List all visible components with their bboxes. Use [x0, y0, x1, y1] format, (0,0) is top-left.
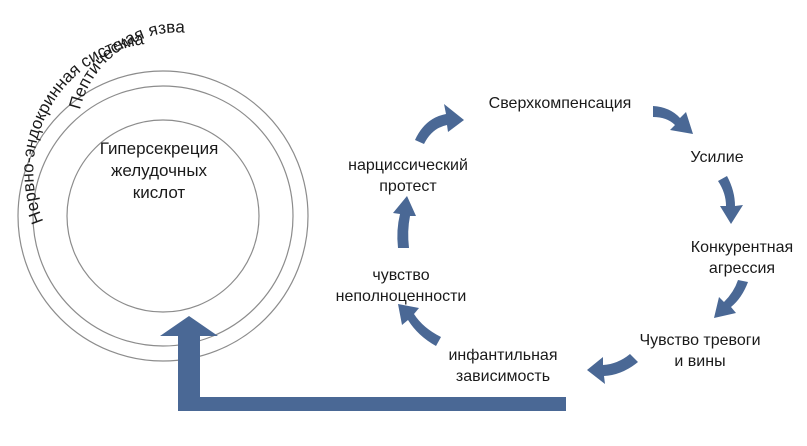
narcissistic-protest-label: нарциссический протест — [333, 155, 483, 197]
arrow-overcompensation-to-effort-icon — [653, 106, 693, 134]
center-label-line3: кислот — [132, 183, 186, 202]
arrow-effort-to-aggression-icon — [718, 176, 743, 224]
anxiety-guilt-line2: и вины — [674, 353, 726, 370]
effort-label: Усилие — [672, 147, 762, 168]
outer-ring — [17, 70, 309, 362]
competitive-aggression-line1: Конкурентная — [690, 239, 794, 256]
inferiority-line1: чувство — [372, 267, 430, 284]
arrow-anxiety-to-dependence-icon — [587, 354, 638, 384]
arrow-aggression-to-anxiety-icon — [714, 280, 748, 318]
competitive-aggression-label: Конкурентная агрессия — [672, 237, 807, 279]
center-label: Гиперсекреция желудочных кислот — [84, 138, 234, 204]
narcissistic-protest-line2: протест — [379, 178, 437, 195]
effort-text: Усилие — [690, 149, 744, 166]
infantile-dependence-line2: зависимость — [455, 368, 551, 385]
overcompensation-text: Сверхкомпенсация — [488, 95, 632, 112]
infantile-dependence-label: инфантильная зависимость — [433, 345, 573, 387]
anxiety-guilt-line1: Чувство тревоги — [639, 332, 761, 349]
arrow-dependence-to-inferiority-icon — [398, 304, 441, 346]
arrow-protest-to-overcompensation-icon — [415, 104, 464, 144]
narcissistic-protest-line1: нарциссический — [348, 157, 468, 174]
overcompensation-label: Сверхкомпенсация — [470, 93, 650, 114]
inferiority-line2: неполноценности — [335, 288, 467, 305]
center-label-line2: желудочных — [110, 161, 208, 180]
competitive-aggression-line2: агрессия — [708, 260, 776, 277]
middle-ring — [32, 85, 294, 347]
infantile-dependence-line1: инфантильная — [448, 347, 558, 364]
feedback-arrow — [160, 316, 566, 411]
arrow-inferiority-to-protest-icon — [393, 196, 416, 248]
inner-ring — [66, 119, 260, 313]
center-label-line1: Гиперсекреция — [99, 139, 219, 158]
inferiority-label: чувство неполноценности — [326, 265, 476, 307]
anxiety-guilt-label: Чувство тревоги и вины — [630, 330, 770, 372]
